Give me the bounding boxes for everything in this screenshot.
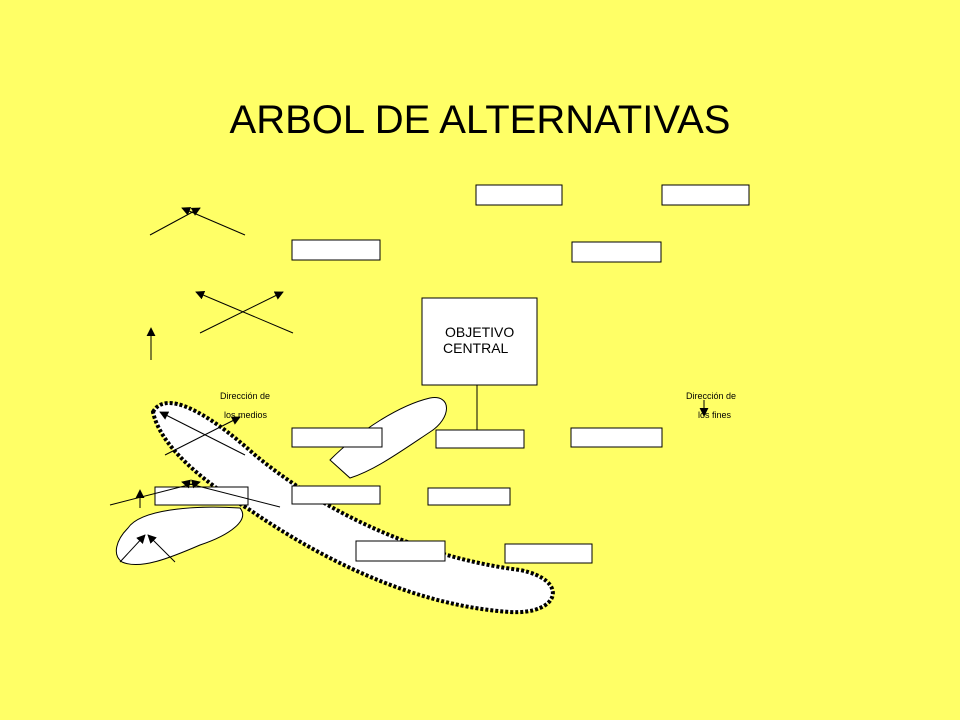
- highlight-upper-lobe: [329, 397, 447, 479]
- means-box-row2-left: [291, 485, 381, 505]
- central-objective-line1: OBJETIVO: [445, 324, 514, 340]
- end-box-top-right: [661, 184, 750, 206]
- means-box-row1-center: [435, 429, 525, 449]
- end-box-top-left: [475, 184, 563, 206]
- arrow-highlight-a: [159, 411, 246, 456]
- highlight-lower-lobe: [115, 506, 243, 566]
- means-box-row1-right: [570, 427, 663, 448]
- direction-ends-line2: los fines: [698, 410, 732, 420]
- arrow-highlight-b: [164, 416, 241, 456]
- arrow-cross-a: [195, 291, 294, 334]
- direction-ends-line1: Dirección de: [686, 391, 736, 401]
- arrow-highlight-d: [181, 479, 281, 508]
- slide-title: ARBOL DE ALTERNATIVAS: [229, 98, 731, 142]
- central-objective-box: [421, 297, 538, 386]
- arrow-bottom-a: [119, 534, 146, 563]
- arrow-cross-b: [199, 291, 284, 334]
- central-objective-line2: CENTRAL: [443, 340, 509, 356]
- direction-means-line1: Dirección de: [220, 391, 270, 401]
- arrow-top-b: [181, 207, 246, 236]
- end-box-mid-left: [291, 239, 381, 261]
- means-box-row2-right: [427, 487, 511, 506]
- means-box-row3-right: [504, 543, 593, 564]
- end-box-mid-right: [571, 241, 662, 263]
- means-box-row1-left: [291, 427, 383, 448]
- means-box-row3-left: [355, 540, 446, 562]
- direction-means-line2: los medios: [224, 410, 268, 420]
- arrow-bottom-b: [147, 534, 176, 563]
- highlight-dotted-outline: [150, 401, 555, 615]
